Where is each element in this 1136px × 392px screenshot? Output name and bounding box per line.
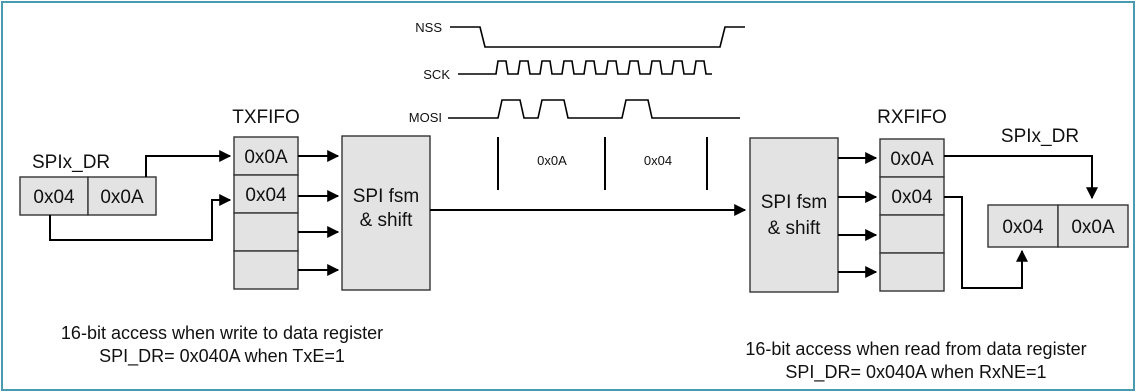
mosi-waveform	[448, 99, 740, 119]
rx-spi-fsm-block	[749, 137, 839, 293]
rx-reg-high-value: 0x04	[1002, 217, 1044, 238]
rx-reg-low-value: 0x0A	[1071, 217, 1115, 238]
sck-waveform	[458, 60, 712, 75]
tx-caption-line1: 16-bit access when write to data registe…	[61, 323, 383, 343]
rx-fsm-line1: SPI fsm	[761, 192, 828, 213]
rx-fsm-line2: & shift	[768, 218, 822, 239]
txfifo-cell-1-value: 0x0A	[244, 147, 288, 168]
rx-caption-line1: 16-bit access when read from data regist…	[745, 339, 1086, 359]
mosi-byte-2: 0x04	[644, 153, 672, 168]
tx-reg-high-value: 0x04	[33, 187, 75, 208]
nss-waveform	[450, 26, 745, 48]
tx-data-register: 0x04 0x0A	[19, 176, 157, 216]
txfifo-cell-4	[233, 250, 299, 290]
txfifo-cell-2	[233, 174, 299, 214]
mosi-label: MOSI	[409, 110, 442, 125]
sck-label: SCK	[423, 67, 450, 82]
tx-spi-fsm-block	[341, 135, 431, 291]
mosi-byte-1: 0x0A	[537, 153, 567, 168]
rxfifo-cell-2-value: 0x04	[891, 187, 933, 208]
txfifo-cell-3	[233, 212, 299, 252]
rx-high-byte-arrow	[944, 196, 1028, 289]
rxfifo-cell-1-value: 0x0A	[890, 149, 934, 170]
nss-label: NSS	[415, 20, 442, 35]
tx-reg-high-cell	[19, 176, 89, 216]
tx-section: SPIx_DR 0x04 0x0A TXFIFO 0x0A 0x04 SPI f…	[19, 107, 431, 367]
rxfifo-label: RXFIFO	[877, 107, 947, 128]
rx-spix-dr-label: SPIx_DR	[1001, 126, 1079, 147]
txfifo-cell-1	[233, 136, 299, 176]
rx-data-register: 0x04 0x0A	[987, 204, 1129, 248]
tx-high-byte-arrow	[49, 194, 232, 241]
rx-low-byte-arrow	[944, 155, 1098, 200]
rx-caption-line2: SPI_DR= 0x040A when RxNE=1	[785, 362, 1046, 383]
tx-reg-low-cell	[87, 176, 157, 216]
timing-waveforms: NSS SCK MOSI 0x0A 0x04	[409, 20, 745, 190]
tx-reg-low-value: 0x0A	[100, 187, 144, 208]
tx-caption-line2: SPI_DR= 0x040A when TxE=1	[99, 346, 345, 367]
rxfifo-cell-2	[879, 176, 945, 216]
rxfifo-cell-3	[879, 214, 945, 254]
rxfifo: 0x0A 0x04	[879, 138, 945, 292]
tx-fsm-line1: SPI fsm	[353, 186, 420, 207]
tx-fsm-line2: & shift	[360, 210, 414, 231]
rx-reg-high-cell	[987, 204, 1059, 248]
rx-section: SPI fsm & shift RXFIFO 0x0A 0x04 SPIx_DR…	[745, 107, 1129, 383]
rxfifo-cell-4	[879, 252, 945, 292]
rxfifo-cell-1	[879, 138, 945, 178]
rx-reg-low-cell	[1057, 204, 1129, 248]
tx-low-byte-arrow	[145, 150, 232, 177]
tx-spix-dr-label: SPIx_DR	[32, 152, 110, 173]
txfifo-cell-2-value: 0x04	[245, 185, 287, 206]
txfifo: 0x0A 0x04	[233, 136, 299, 290]
txfifo-label: TXFIFO	[232, 107, 300, 128]
